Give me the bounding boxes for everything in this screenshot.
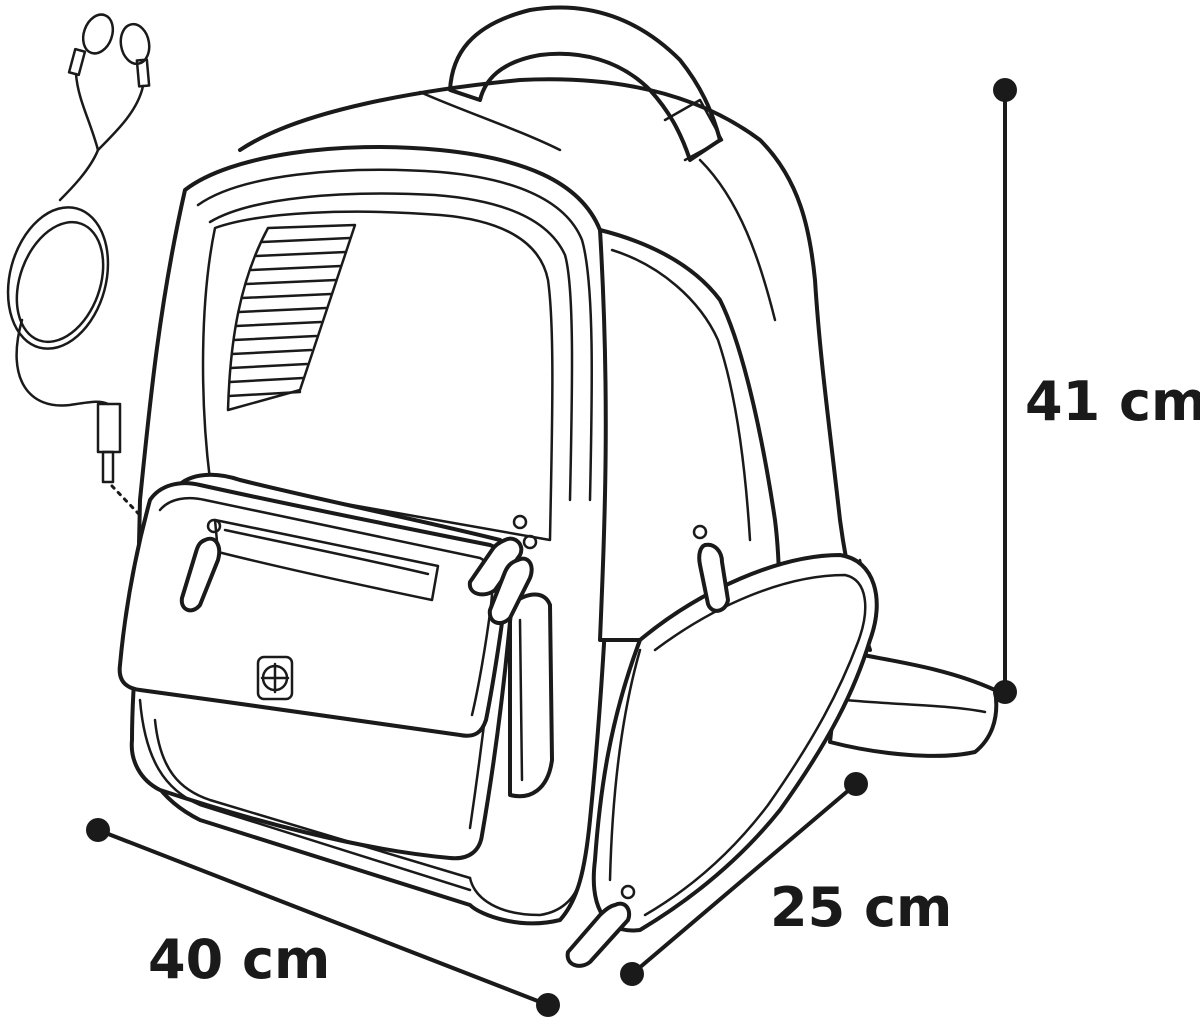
backpack-drawing (117, 5, 999, 968)
mesh-patch (226, 223, 357, 412)
zipper-pull-main-right (487, 534, 538, 626)
zipper-pull-bottom (565, 884, 636, 968)
depth-dimension: 25 cm (620, 772, 952, 986)
zipper-pull-main-left (467, 514, 528, 597)
height-dimension: 41 cm (993, 78, 1200, 704)
depth-label: 25 cm (770, 876, 952, 939)
front-window (201, 210, 554, 542)
zipper-pull-flap (179, 518, 222, 613)
zipper-pull-side (692, 524, 730, 613)
side-flap (508, 592, 554, 799)
brand-logo-icon (256, 655, 294, 701)
shoulder-strap (828, 648, 999, 758)
back-panel (238, 77, 872, 652)
side-pocket (591, 553, 879, 933)
width-label: 40 cm (148, 928, 330, 991)
flap-zipper (213, 518, 440, 602)
width-dimension: 40 cm (86, 818, 560, 1017)
side-panel (598, 228, 782, 642)
earphones-icon (6, 13, 151, 484)
height-label: 41 cm (1025, 370, 1200, 433)
